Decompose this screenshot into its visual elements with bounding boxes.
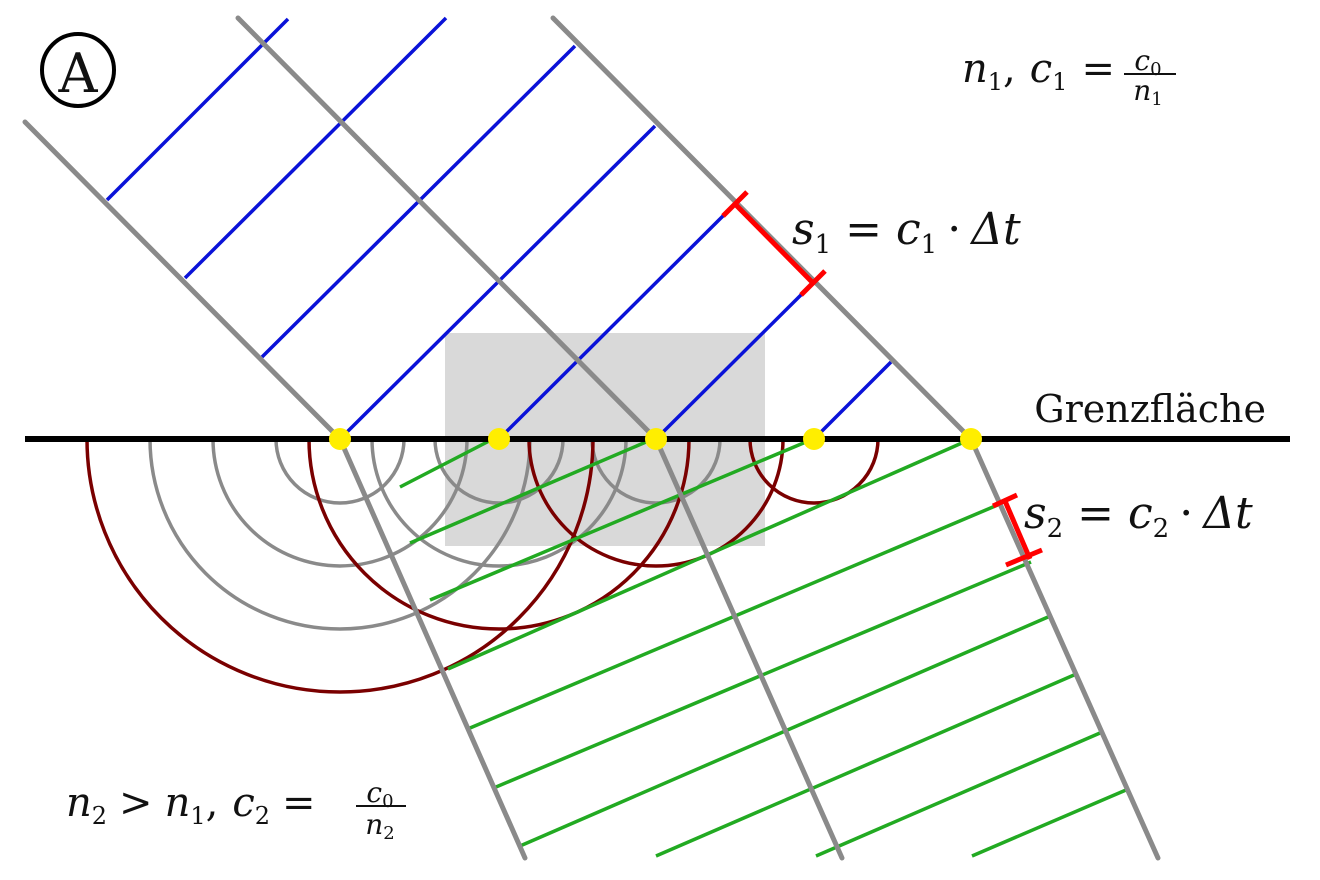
wavelet-gray-2 (211, 438, 469, 568)
s1-eq: = (845, 204, 882, 255)
interface-point-5 (960, 428, 982, 450)
m1-den: n (1133, 74, 1151, 107)
m1-eq: = (1081, 46, 1115, 92)
s2-dt: Δt (1201, 488, 1253, 539)
m1-c-sub: 1 (1052, 68, 1067, 96)
s1-marker-tick-a (721, 190, 749, 218)
refracted-front-3 (429, 437, 814, 602)
incident-front-1 (105, 17, 290, 202)
m1-n: n (962, 46, 988, 92)
s2-s: s (1024, 488, 1047, 539)
huygens-wavelets-dark (85, 438, 880, 694)
panel-badge: A (40, 32, 116, 108)
s2-eq: = (1077, 488, 1114, 539)
interface-label: Grenzfläche (1034, 387, 1266, 431)
m2-n1-sub: 1 (190, 802, 205, 830)
s1-label: s1=c1·Δt (792, 204, 1021, 260)
m2-n2: n (66, 780, 92, 826)
s1-s-sub: 1 (815, 230, 832, 260)
s1-s: s (792, 204, 815, 255)
s1-dot: · (947, 204, 961, 255)
interface-point-3 (645, 428, 667, 450)
svg-text:c0: c0 (1134, 44, 1161, 80)
s1-marker-bar (733, 202, 815, 285)
panel-badge-letter: A (58, 42, 99, 105)
s2-marker-tick-a (991, 492, 1019, 509)
svg-text:n2>n1,c2=: n2>n1,c2= (66, 780, 316, 830)
refracted-front-9 (815, 731, 1101, 858)
m1-num-sub: 0 (1150, 59, 1161, 80)
m2-n2-sub: 2 (92, 802, 107, 830)
interface-points (329, 428, 982, 450)
interface-point-1 (329, 428, 351, 450)
m2-eq: = (282, 780, 316, 826)
incident-front-6 (654, 281, 815, 441)
s2-marker-bar (1002, 500, 1033, 560)
m2-den-sub: 2 (383, 823, 394, 844)
incident-front-5 (497, 202, 737, 441)
m2-sep: , (206, 780, 219, 826)
interface-point-4 (803, 428, 825, 450)
wavelet-dark-1 (85, 438, 595, 694)
wavelet-gray-3 (148, 438, 532, 631)
m2-c: c (232, 780, 254, 826)
incident-front-2 (183, 16, 448, 280)
s1-dt: Δt (969, 204, 1021, 255)
refracted-front-2 (409, 437, 654, 545)
medium2-label: n2>n1,c2= c0 n2 (66, 776, 406, 844)
m1-num: c (1134, 44, 1150, 77)
svg-text:c0: c0 (366, 776, 393, 812)
m2-c-sub: 2 (255, 802, 270, 830)
refracted-front-6 (495, 560, 1032, 789)
s2-c: c (1128, 488, 1153, 539)
wavelet-dark-2 (307, 438, 691, 631)
wavelet-dark-4 (748, 438, 880, 505)
svg-text:n2: n2 (365, 808, 395, 844)
wavelet-gray-5 (370, 438, 628, 568)
medium1-label: n1,c1= c0 n1 (962, 44, 1176, 110)
distance-markers (721, 190, 1043, 568)
wavelet-dark-3 (527, 438, 785, 568)
s2-marker-tick-b (1005, 547, 1043, 568)
m2-den: n (365, 808, 383, 841)
interface-point-2 (488, 428, 510, 450)
m1-den-sub: 1 (1151, 89, 1162, 110)
m2-n1: n (165, 780, 191, 826)
wavelet-gray-6 (590, 438, 722, 505)
s2-c-sub: 2 (1153, 514, 1170, 544)
s1-c-sub: 1 (921, 230, 938, 260)
s2-s-sub: 2 (1047, 514, 1064, 544)
m2-num: c (366, 776, 382, 809)
svg-text:n1,c1=: n1,c1= (962, 46, 1115, 96)
m2-gt: > (119, 780, 153, 826)
m1-sep: , (1003, 46, 1016, 92)
m2-num-sub: 0 (382, 791, 393, 812)
s2-dot: · (1179, 488, 1193, 539)
svg-text:n1: n1 (1133, 74, 1163, 110)
m1-n-sub: 1 (988, 68, 1003, 96)
wavelet-gray-1 (274, 438, 406, 505)
refracted-front-1 (399, 437, 494, 489)
refracted-front-8 (655, 673, 1075, 858)
incident-front-7 (812, 360, 893, 441)
s1-c: c (896, 204, 921, 255)
m1-c: c (1030, 46, 1052, 92)
refracted-front-10 (971, 788, 1127, 858)
s1-marker-tick-b (799, 269, 827, 297)
s2-label: s2=c2·Δt (1024, 488, 1253, 544)
